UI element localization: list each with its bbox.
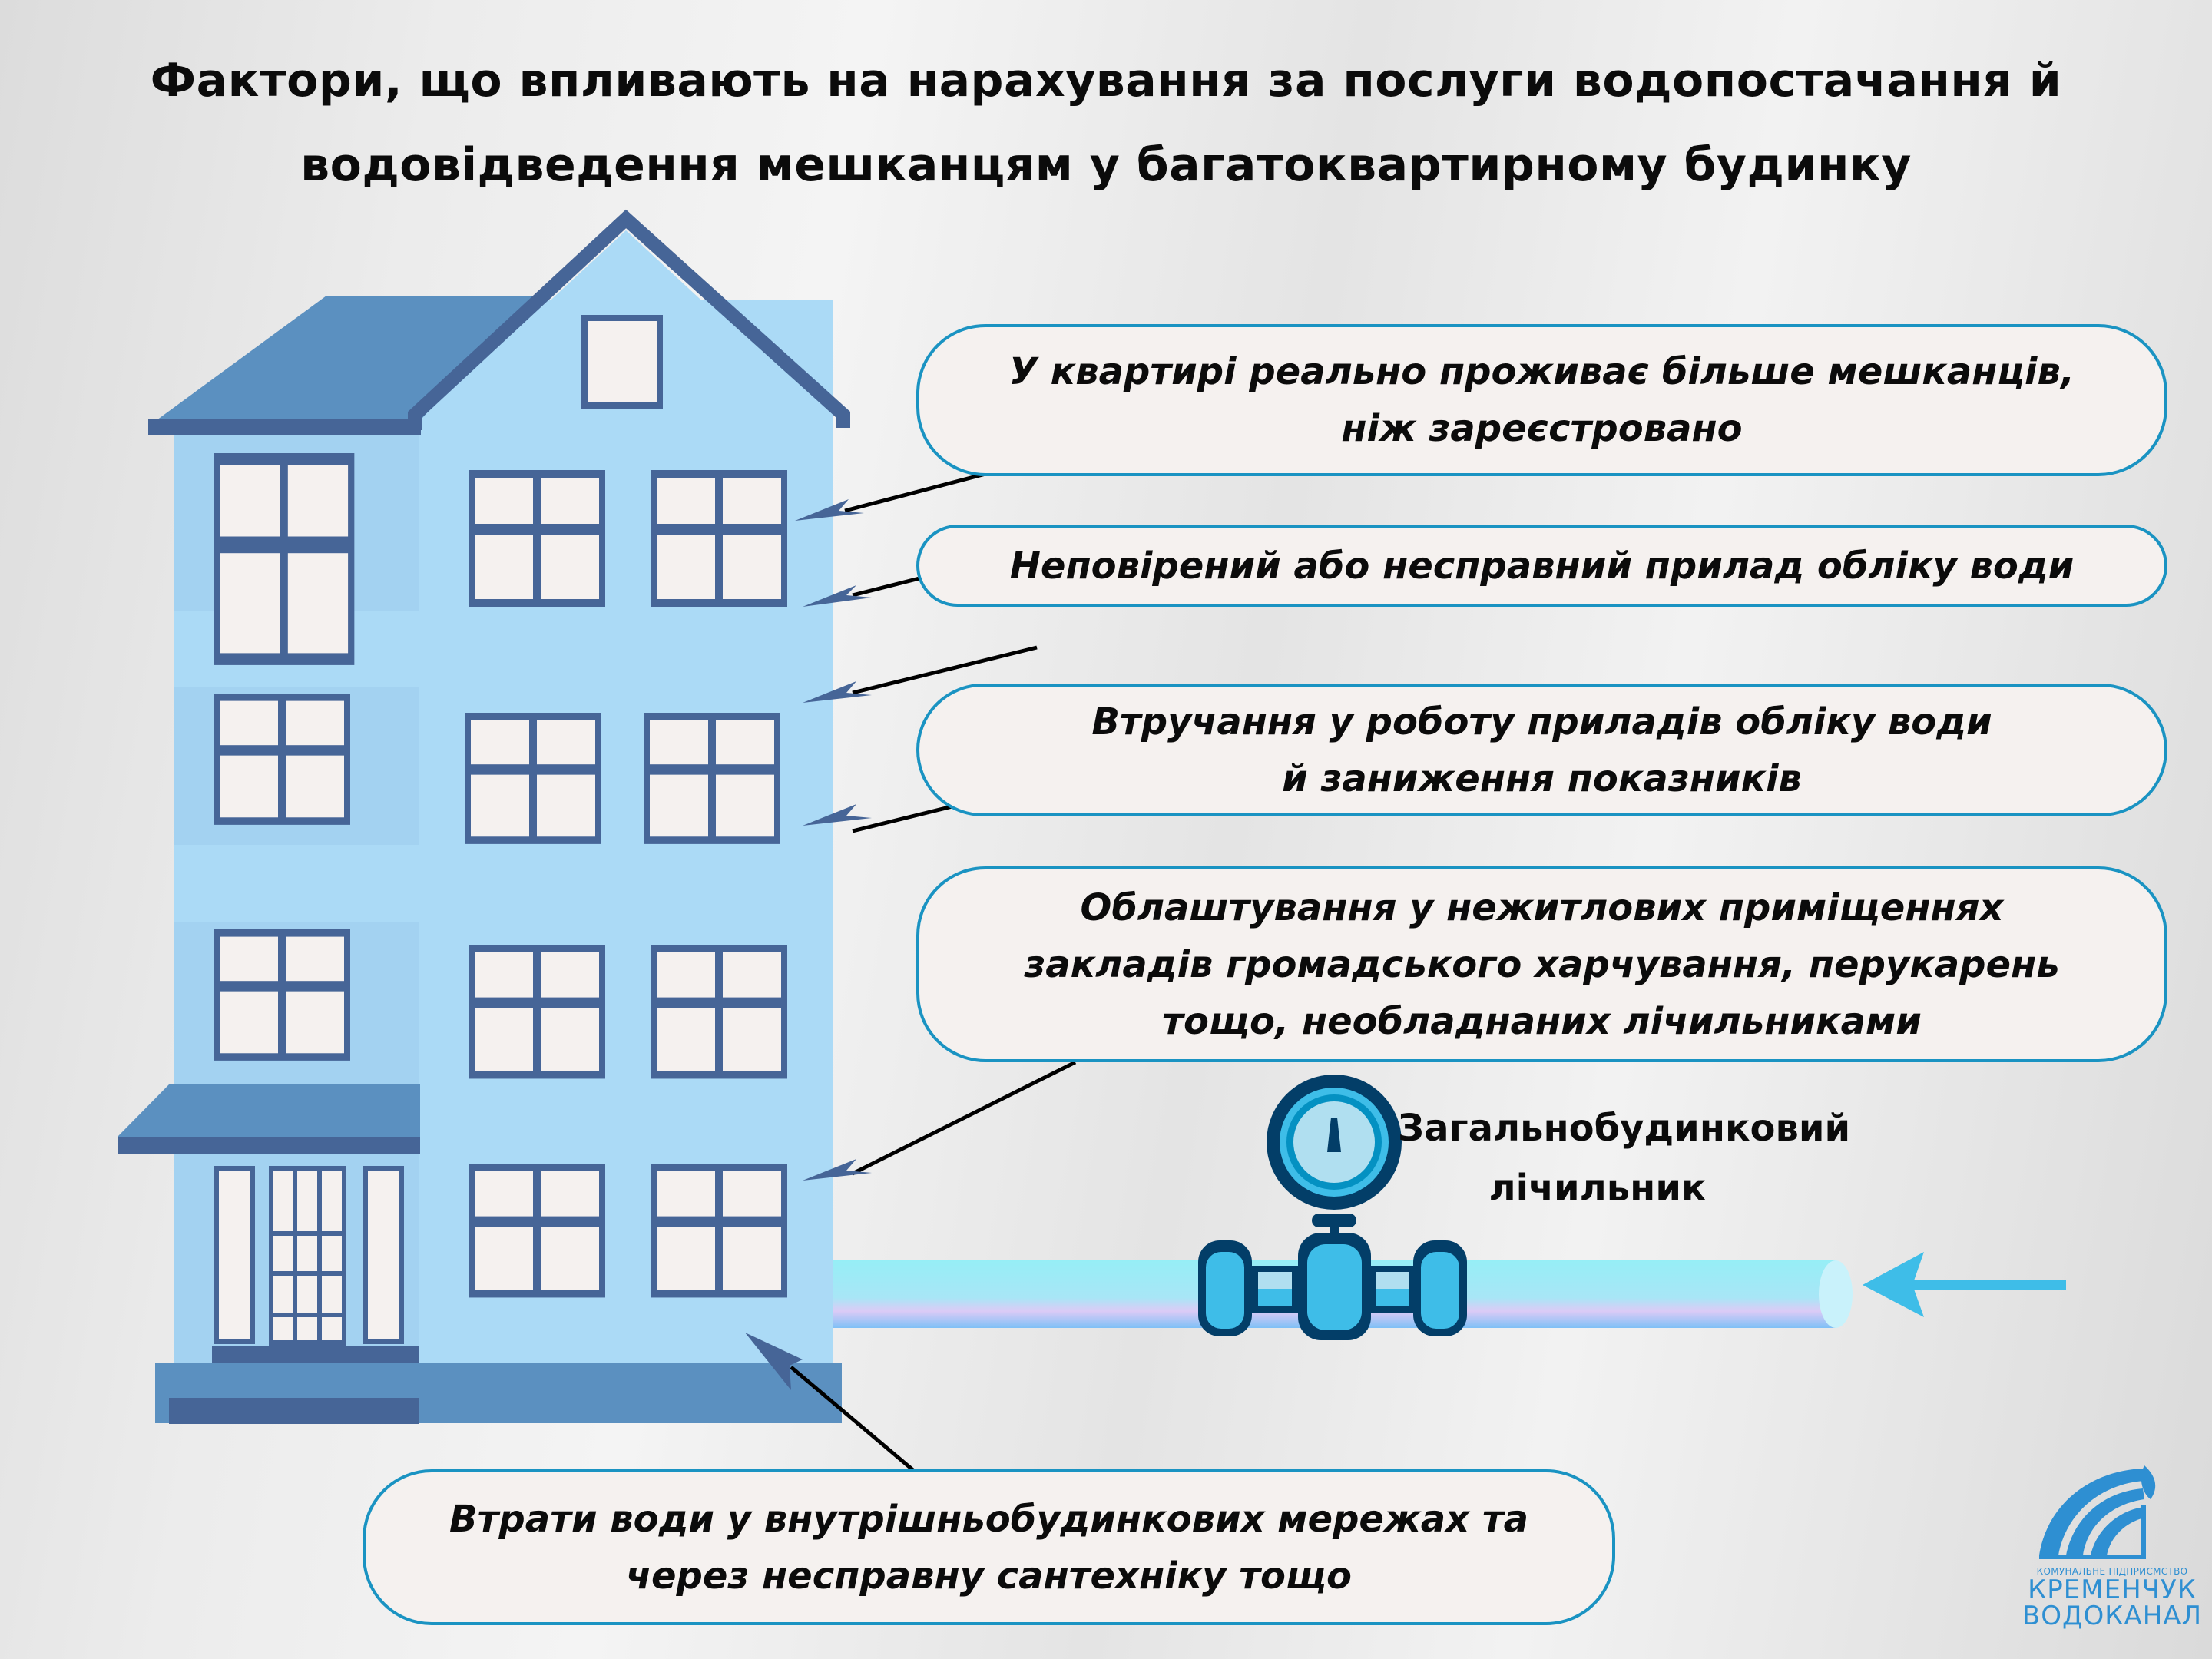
vodokanal-logo-icon [2039,1465,2156,1559]
factor-text-5: Втрати води у внутрішньобудинкових мереж… [449,1497,1529,1598]
factor-text-4: Облаштування у нежитлових приміщеннях за… [1024,886,2060,1043]
title-line-1: Фактори, що впливають на нарахування за … [150,54,2062,108]
factor-box-4: Облаштування у нежитлових приміщеннях за… [916,866,2167,1062]
logo-name-line-2: ВОДОКАНАЛ [2022,1601,2203,1631]
factor-box-2: Неповірений або несправний прилад обліку… [916,525,2167,607]
page-title: Фактори, що впливають на нарахування за … [0,38,2212,207]
meter-label: Загальнобудинковий лічильник [1398,1098,1851,1218]
factor-text-2: Неповірений або несправний прилад обліку… [1009,544,2075,588]
apartment-building-icon [118,209,850,1424]
meter-label-line-1: Загальнобудинковий [1398,1107,1851,1150]
meter-label-line-2: лічильник [1488,1167,1707,1210]
water-meter-icon [1198,1075,1467,1340]
factor-box-5: Втрати води у внутрішньобудинкових мереж… [363,1469,1615,1625]
factor-box-3: Втручання у роботу приладів обліку води … [916,684,2167,816]
factor-text-3: Втручання у роботу приладів обліку води … [1091,700,1992,800]
factor-box-1: У квартирі реально проживає більше мешка… [916,324,2167,476]
logo-subtitle: КОМУНАЛЬНЕ ПІДПРИЄМСТВО [2036,1566,2188,1577]
logo: КОМУНАЛЬНЕ ПІДПРИЄМСТВО КРЕМЕНЧУК ВОДОКА… [2020,1563,2204,1629]
title-line-2: водовідведення мешканцям у багатоквартир… [300,138,1912,192]
logo-name-line-1: КРЕМЕНЧУК [2028,1575,2197,1605]
water-flow-arrow-icon [1863,1252,2066,1317]
factor-text-1: У квартирі реально проживає більше мешка… [1008,350,2075,450]
